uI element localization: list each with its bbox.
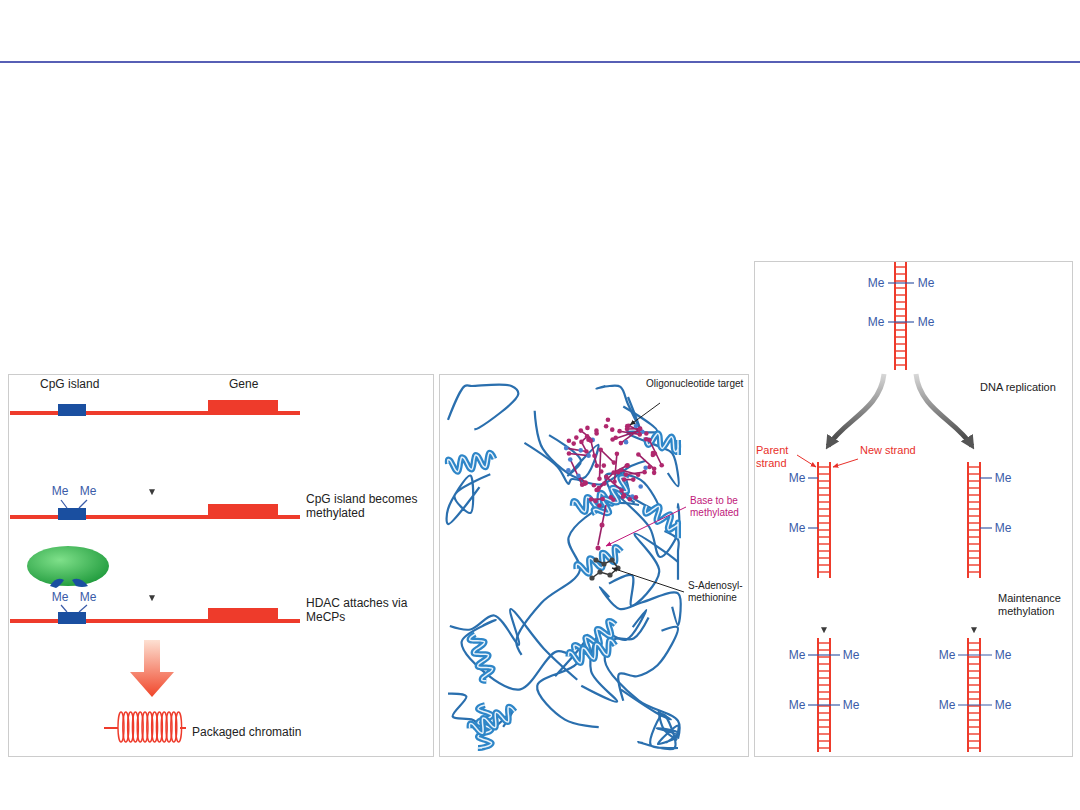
methyl-mark: Me <box>918 277 935 289</box>
strand-label: New strand <box>860 444 916 457</box>
methyl-mark: Me <box>868 277 885 289</box>
header-rule <box>0 61 1080 63</box>
methyl-mark: Me <box>843 649 860 661</box>
dna-strand <box>10 400 300 416</box>
replication-arrow <box>916 374 972 446</box>
methyl-mark: Me <box>995 522 1012 534</box>
dna-ladder <box>818 262 980 752</box>
protein-structure <box>447 384 681 749</box>
panel-frame <box>755 262 1073 757</box>
methyl-mark: Me <box>868 316 885 328</box>
methyl-tick <box>808 283 992 705</box>
step-label: HDAC attaches via MeCPs <box>306 596 431 625</box>
step-label: CpG island becomes methylated <box>306 492 431 521</box>
replication-arrow <box>828 374 884 446</box>
step-label: Maintenance methylation <box>998 592 1070 618</box>
dna-strand <box>10 500 300 520</box>
panel-frame <box>440 375 749 757</box>
methyl-mark: Me <box>789 472 806 484</box>
leader-line <box>612 568 684 592</box>
methyl-mark: Me <box>939 699 956 711</box>
methyl-mark: Me <box>995 472 1012 484</box>
region-label: Gene <box>229 377 258 391</box>
methyl-mark: Me <box>80 485 97 497</box>
strand-label: Parent strand <box>756 444 796 470</box>
leader-line <box>606 507 686 546</box>
step-arrow <box>151 527 153 600</box>
dna-strand <box>10 605 300 624</box>
methyl-mark: Me <box>939 649 956 661</box>
result-label: Packaged chromatin <box>192 725 301 739</box>
callout-label: Base to be methylated <box>690 495 746 519</box>
step-arrow <box>823 585 826 632</box>
step-arrow <box>973 585 976 632</box>
big-arrow <box>130 640 174 697</box>
methyl-mark: Me <box>52 591 69 603</box>
step-arrow <box>151 421 153 494</box>
methyl-mark: Me <box>789 699 806 711</box>
leader-line <box>833 459 858 467</box>
callout-label: S-Adenosyl- methionine <box>688 580 746 604</box>
methyl-mark: Me <box>918 316 935 328</box>
callout-label: Oligonucleotide target <box>646 378 746 390</box>
hdac-complex <box>27 546 109 588</box>
methyl-mark: Me <box>80 591 97 603</box>
leader-line <box>797 455 816 467</box>
methyl-mark: Me <box>789 522 806 534</box>
methyl-mark: Me <box>995 649 1012 661</box>
methyl-mark: Me <box>995 699 1012 711</box>
methyl-mark: Me <box>52 485 69 497</box>
leader-line <box>630 403 660 425</box>
step-label: DNA replication <box>980 381 1056 394</box>
chromatin-coil <box>104 712 186 742</box>
panel-frame <box>9 375 434 757</box>
region-label: CpG island <box>40 377 99 391</box>
methyl-mark: Me <box>789 649 806 661</box>
methyl-mark: Me <box>843 699 860 711</box>
